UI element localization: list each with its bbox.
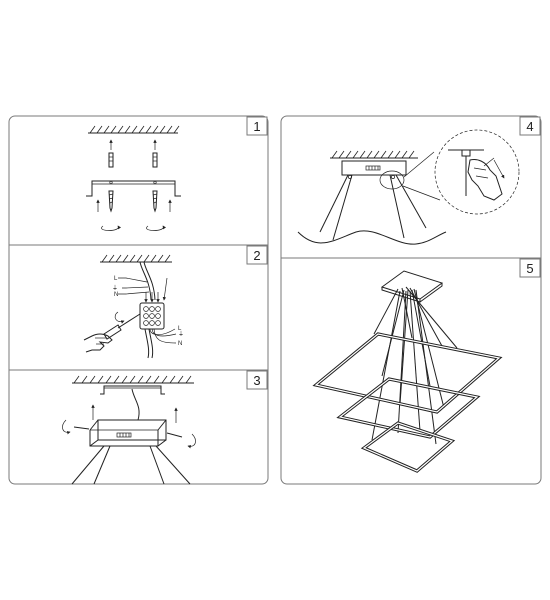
step-3-illustration <box>62 375 196 485</box>
step-4-illustration <box>297 129 520 245</box>
step-5-illustration <box>312 270 503 473</box>
step-1-number: 1 <box>253 119 260 134</box>
ceiling-hatch-4 <box>330 150 418 159</box>
canopy-box <box>89 419 167 447</box>
detail-callout-circle <box>434 129 520 215</box>
step-3-badge: 3 <box>246 370 268 390</box>
wire-label-n-bottom: N <box>178 341 182 347</box>
detail-hand-icon <box>467 159 503 201</box>
hand-icon <box>83 333 113 353</box>
wall-plug-left <box>108 139 114 168</box>
rotate-arrow-left <box>101 225 122 231</box>
step-4-badge: 4 <box>519 116 541 136</box>
step-2-number: 2 <box>253 248 260 263</box>
side-screw-right <box>166 432 196 449</box>
lamp-silhouette <box>297 230 447 245</box>
left-column-panel <box>8 115 269 485</box>
zoom-source-circle <box>379 170 405 190</box>
bracket-mounted <box>100 385 165 395</box>
wire-label-l-bottom: L <box>178 326 182 332</box>
canopy-mounted <box>341 160 407 176</box>
wire-label-l-top: L <box>114 276 118 282</box>
frame-large <box>312 332 503 414</box>
frame-small <box>360 421 456 473</box>
step-2-badge: 2 <box>246 245 268 265</box>
mounting-bracket <box>86 180 181 197</box>
screw-right <box>152 190 158 213</box>
step-1-badge: 1 <box>246 116 268 136</box>
ceiling-hatch <box>88 125 180 134</box>
rotate-arrow-right <box>146 225 167 231</box>
wire-label-n-top: N <box>114 292 118 298</box>
screw-left <box>108 190 114 213</box>
wall-plug-right <box>152 139 158 168</box>
side-screw-left <box>62 419 90 435</box>
ceiling-hatch-3 <box>72 375 194 384</box>
screwdriver-icon <box>103 313 141 340</box>
step-5-badge: 5 <box>519 258 541 278</box>
step-4-number: 4 <box>526 119 533 134</box>
step-1-illustration <box>86 125 181 231</box>
ceiling-hatch-2 <box>100 254 172 263</box>
rotate-arrow-screwdriver <box>114 311 125 324</box>
earth-symbol-top: ⏚ <box>112 285 118 292</box>
frame-medium <box>336 377 481 439</box>
step-2-illustration: L ⏚ N L ⏚ N <box>83 254 184 359</box>
step-3-number: 3 <box>253 373 260 388</box>
earth-symbol-bottom: ⏚ <box>178 331 184 338</box>
step-5-number: 5 <box>526 261 533 276</box>
